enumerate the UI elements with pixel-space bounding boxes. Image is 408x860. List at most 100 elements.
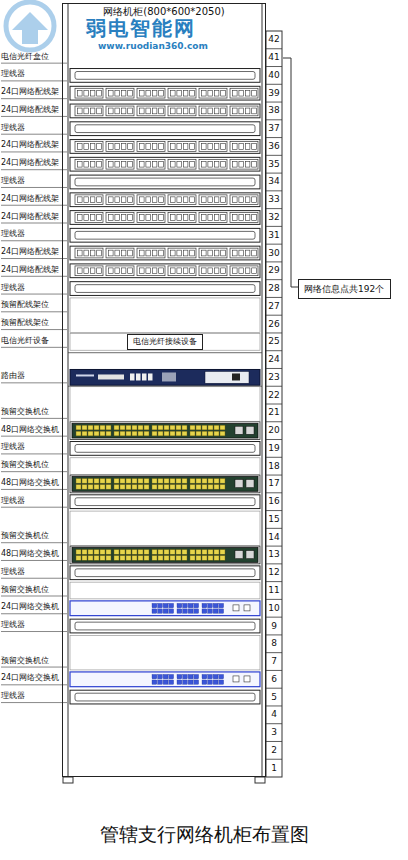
switch-port (144, 479, 149, 484)
switch-port (126, 431, 131, 436)
unit-divider (266, 332, 282, 333)
port (109, 144, 114, 150)
port (183, 215, 188, 221)
port (177, 161, 182, 167)
port (121, 268, 126, 274)
switch-port (164, 556, 169, 561)
port (140, 144, 145, 150)
uplink-module (233, 605, 239, 611)
switch-port (158, 609, 163, 613)
reserved-tray (70, 635, 260, 670)
unit-divider (266, 492, 282, 493)
port-group (230, 195, 258, 205)
patch-panel-body (70, 246, 260, 260)
port (159, 197, 164, 203)
cable-manager (70, 495, 260, 509)
switch-port (94, 550, 99, 555)
port (190, 197, 195, 203)
switch-port (194, 609, 199, 613)
switch-port (170, 556, 175, 561)
switch-port (82, 485, 87, 490)
switch-port (100, 479, 105, 484)
switch-port (220, 431, 225, 436)
switch-port (164, 425, 169, 430)
cable-manager-body (70, 566, 260, 580)
port (245, 250, 250, 256)
port (128, 215, 133, 221)
uplink-module (244, 676, 250, 682)
switch-port (188, 609, 193, 613)
switch-port (82, 479, 87, 484)
port (159, 161, 164, 167)
switch-port (196, 431, 201, 436)
unit-divider (266, 599, 282, 600)
port (233, 197, 238, 203)
switch-port (214, 556, 219, 561)
switch-port (120, 479, 125, 484)
port (78, 144, 83, 150)
patch-panel-body (70, 264, 260, 278)
port-group (106, 159, 134, 169)
unit-divider (266, 546, 282, 547)
unit-divider (266, 634, 282, 635)
port (140, 268, 145, 274)
unit-number: 10 (266, 603, 282, 614)
switch-port (88, 431, 93, 436)
port (152, 90, 157, 96)
port-group (230, 266, 258, 276)
patch-panel (70, 264, 260, 278)
switch-port (183, 680, 188, 684)
port (214, 250, 219, 256)
unit-divider (266, 439, 282, 440)
switch-port (88, 550, 93, 555)
switch-port (114, 550, 119, 555)
port (128, 108, 133, 114)
switch-port (208, 680, 213, 684)
patch-panel (70, 157, 260, 171)
port (90, 90, 95, 96)
label-leader (1, 596, 67, 597)
port (78, 215, 83, 221)
port (121, 108, 126, 114)
component-label: 电信光纤设备 (1, 336, 49, 346)
port (146, 108, 151, 114)
unit-divider (266, 510, 282, 511)
port (202, 197, 207, 203)
port (97, 108, 102, 114)
label-leader (1, 418, 67, 419)
switch-port (220, 556, 225, 561)
unit-divider (266, 208, 282, 209)
port-group (230, 88, 258, 98)
switch-port (106, 556, 111, 561)
switch-port (220, 479, 225, 484)
label-leader (1, 311, 67, 312)
port (128, 90, 133, 96)
port-group (137, 159, 165, 169)
port (152, 268, 157, 274)
port (171, 161, 176, 167)
component-label: 预留交换机位 (1, 460, 49, 470)
port-group (168, 106, 196, 116)
unit-divider (266, 279, 282, 280)
switch-port (202, 550, 207, 555)
switch-port (213, 603, 218, 607)
tray-line (68, 352, 262, 353)
port-group (230, 159, 258, 169)
switch-port (220, 550, 225, 555)
port (190, 144, 195, 150)
unit-number: 17 (266, 478, 282, 489)
cable-manager-slot (75, 72, 255, 80)
port-group (75, 142, 103, 152)
switch-port (202, 603, 207, 607)
component-label: 24口网络配线架 (1, 105, 59, 115)
port-group (137, 248, 165, 258)
unit-number: 28 (266, 283, 282, 294)
component-label: 预留交换机位 (1, 531, 49, 541)
switch-port (82, 556, 87, 561)
port (171, 144, 176, 150)
port (146, 268, 151, 274)
port (146, 90, 151, 96)
switch-port (158, 479, 163, 484)
port (202, 90, 207, 96)
port (84, 144, 89, 150)
